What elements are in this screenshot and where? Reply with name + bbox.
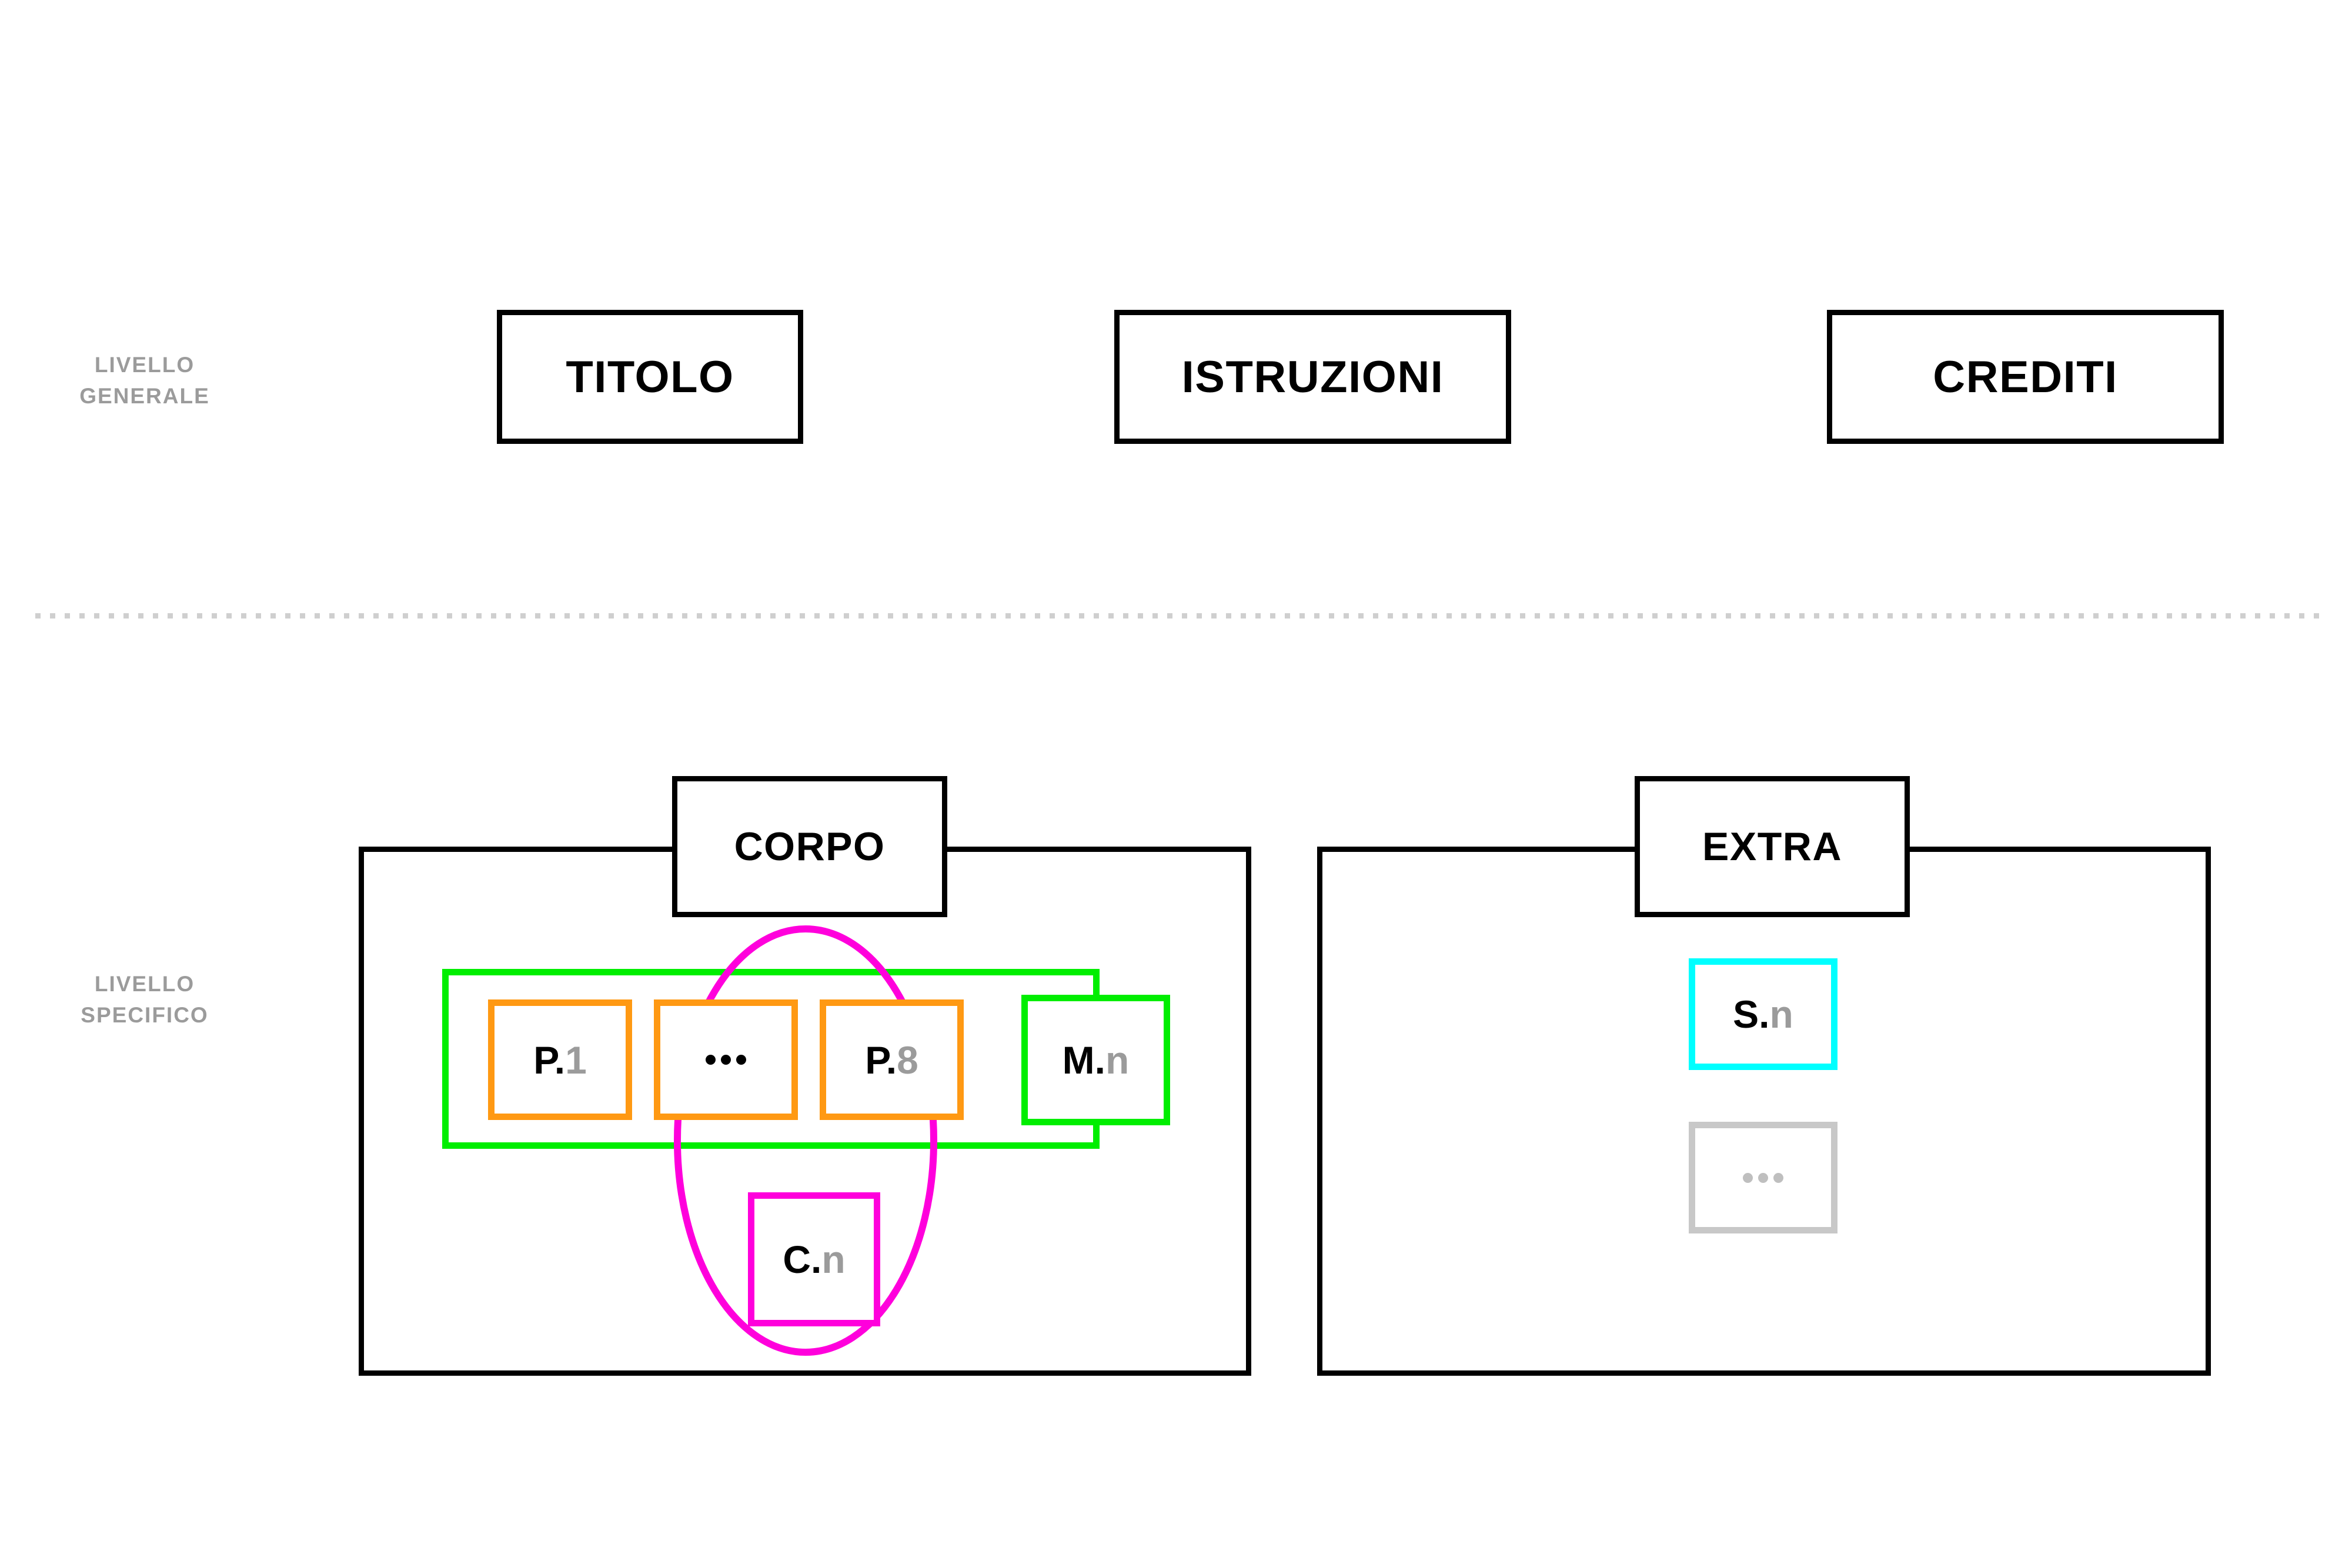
cell-cn[interactable]: C.n	[748, 1192, 880, 1326]
cell-cn-text: C.n	[783, 1240, 845, 1279]
cell-p1[interactable]: P.1	[488, 999, 632, 1120]
level-label-specifico: LIVELLO SPECIFICO	[21, 969, 268, 1031]
cell-ellipsis-corpo[interactable]	[654, 999, 798, 1120]
cell-mn[interactable]: M.n	[1021, 995, 1170, 1125]
cell-p8-key: P.	[865, 1038, 897, 1082]
general-box-titolo-label: TITOLO	[566, 352, 734, 402]
level-divider	[35, 613, 2328, 618]
level-label-specifico-line2: SPECIFICO	[81, 1002, 209, 1027]
section-caption-extra[interactable]: EXTRA	[1635, 776, 1910, 917]
section-caption-corpo-label: CORPO	[734, 824, 886, 869]
general-box-istruzioni[interactable]: ISTRUZIONI	[1114, 310, 1511, 444]
level-label-specifico-line1: LIVELLO	[94, 972, 195, 996]
general-box-crediti-label: CREDITI	[1933, 352, 2118, 402]
section-caption-corpo[interactable]: CORPO	[672, 776, 947, 917]
general-box-crediti[interactable]: CREDITI	[1827, 310, 2224, 444]
level-label-generale-line2: GENERALE	[79, 383, 210, 408]
cell-mn-value: n	[1105, 1038, 1130, 1082]
cell-mn-text: M.n	[1063, 1041, 1130, 1079]
level-label-generale-line1: LIVELLO	[94, 353, 195, 377]
cell-p8-text: P.8	[865, 1041, 918, 1079]
cell-p1-text: P.1	[533, 1041, 587, 1079]
level-label-generale: LIVELLO GENERALE	[21, 350, 268, 412]
cell-sn[interactable]: S.n	[1689, 958, 1838, 1070]
cell-p1-key: P.	[533, 1038, 566, 1082]
cell-mn-key: M.	[1062, 1038, 1105, 1082]
section-caption-extra-label: EXTRA	[1702, 824, 1842, 869]
ellipsis-icon	[706, 1055, 746, 1065]
cell-cn-key: C.	[783, 1238, 822, 1281]
cell-sn-key: S.	[1733, 992, 1770, 1036]
ellipsis-icon	[1743, 1172, 1783, 1183]
cell-cn-value: n	[821, 1238, 846, 1281]
general-box-istruzioni-label: ISTRUZIONI	[1181, 352, 1444, 402]
section-container-extra	[1317, 847, 2211, 1376]
cell-p1-value: 1	[565, 1038, 587, 1082]
cell-ellipsis-extra[interactable]	[1689, 1122, 1838, 1233]
general-box-titolo[interactable]: TITOLO	[497, 310, 803, 444]
cell-sn-value: n	[1769, 992, 1793, 1036]
cell-sn-text: S.n	[1733, 995, 1793, 1034]
cell-p8[interactable]: P.8	[820, 999, 964, 1120]
cell-p8-value: 8	[897, 1038, 918, 1082]
